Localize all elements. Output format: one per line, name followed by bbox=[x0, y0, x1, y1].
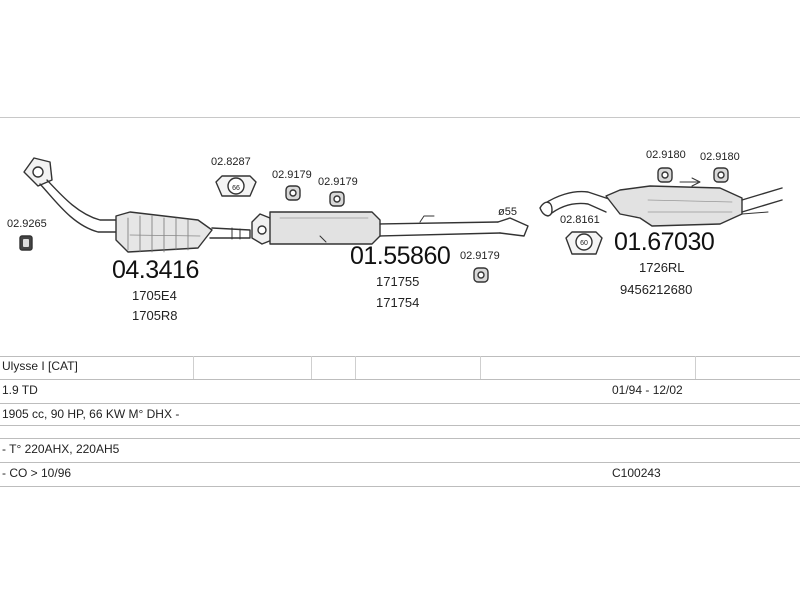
pipe-diameter-label: ø55 bbox=[498, 206, 517, 218]
middle-silencer-icon bbox=[251, 211, 529, 245]
middle-ref2: 171754 bbox=[376, 295, 420, 310]
co-note: - CO > 10/96 bbox=[2, 466, 72, 480]
hanger-a-label: 02.9179 bbox=[272, 169, 312, 181]
production-years: 01/94 - 12/02 bbox=[612, 383, 683, 397]
vehicle-model: Ulysse I [CAT] bbox=[2, 359, 78, 373]
hanger-icon bbox=[329, 191, 345, 207]
clamp-left-icon bbox=[19, 235, 33, 251]
front-pipe-number: 04.3416 bbox=[112, 256, 199, 284]
front-pipe-ref1: 1705E4 bbox=[132, 288, 177, 303]
table-line-5 bbox=[0, 438, 800, 439]
middle-ref1: 171755 bbox=[376, 274, 420, 289]
clamp-left-label: 02.9265 bbox=[7, 218, 47, 230]
front-pipe-icon bbox=[39, 179, 251, 253]
hanger-b-label: 02.9179 bbox=[318, 176, 358, 188]
top-border-line bbox=[0, 117, 800, 118]
hanger-icon bbox=[713, 167, 729, 183]
engine-spec: 1905 cc, 90 HP, 66 KW M° DHX - bbox=[2, 407, 180, 421]
table-col-sep bbox=[311, 356, 312, 379]
table-col-sep bbox=[480, 356, 481, 379]
hanger-d-label: 02.9180 bbox=[646, 149, 686, 161]
front-flange-icon bbox=[23, 157, 53, 187]
table-line-1 bbox=[0, 356, 800, 357]
rear-ref2: 9456212680 bbox=[620, 282, 693, 297]
clamp-rear-label: 02.8161 bbox=[560, 214, 600, 226]
table-line-4 bbox=[0, 425, 800, 426]
catalog-code: C100243 bbox=[612, 466, 661, 480]
clamp-top-label: 02.8287 bbox=[211, 156, 251, 168]
table-line-2 bbox=[0, 379, 800, 380]
clamp-66-icon bbox=[215, 175, 257, 197]
hanger-icon bbox=[285, 185, 301, 201]
hanger-icon bbox=[473, 267, 489, 283]
clamp-66-size: 66 bbox=[232, 185, 240, 192]
hanger-e-label: 02.9180 bbox=[700, 151, 740, 163]
rear-number: 01.67030 bbox=[614, 228, 715, 256]
clamp-60-size: 60 bbox=[580, 240, 588, 247]
middle-number: 01.55860 bbox=[350, 242, 451, 270]
front-pipe-ref2: 1705R8 bbox=[132, 308, 178, 323]
table-col-sep bbox=[355, 356, 356, 379]
table-col-sep bbox=[695, 356, 696, 379]
rear-ref1: 1726RL bbox=[639, 260, 685, 275]
table-line-6 bbox=[0, 462, 800, 463]
clamp-60-icon bbox=[565, 231, 603, 255]
table-col-sep bbox=[193, 356, 194, 379]
engine-label: 1.9 TD bbox=[2, 383, 38, 397]
hanger-c-label: 02.9179 bbox=[460, 250, 500, 262]
vehicle-types: - T° 220AHX, 220AH5 bbox=[2, 442, 120, 456]
rear-silencer-icon bbox=[539, 177, 783, 227]
hanger-icon bbox=[657, 167, 673, 183]
table-line-7 bbox=[0, 486, 800, 487]
table-line-3 bbox=[0, 403, 800, 404]
